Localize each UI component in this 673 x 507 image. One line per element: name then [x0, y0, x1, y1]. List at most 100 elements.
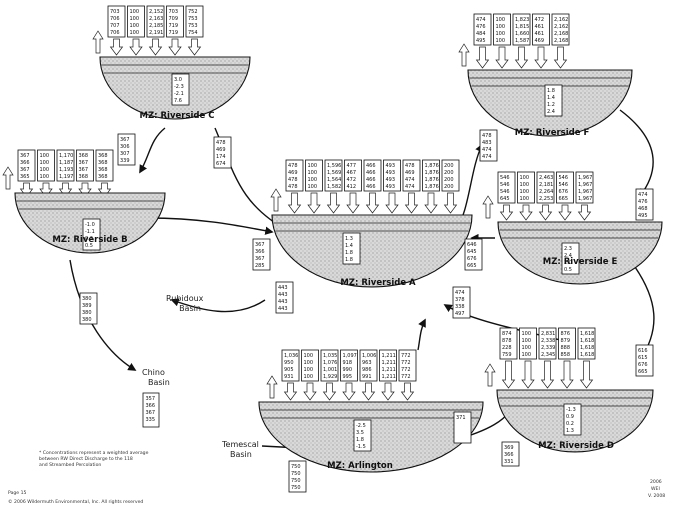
svg-text:100: 100 — [522, 345, 532, 351]
svg-text:2,831: 2,831 — [541, 331, 555, 337]
zone-label: MZ: Riverside E — [543, 257, 618, 267]
svg-text:367: 367 — [120, 137, 130, 143]
svg-text:100: 100 — [522, 338, 532, 344]
svg-text:389: 389 — [82, 303, 92, 309]
svg-text:905: 905 — [284, 367, 294, 373]
down-arrow-icon — [501, 205, 513, 220]
svg-text:2,181: 2,181 — [539, 182, 553, 188]
svg-text:772: 772 — [401, 360, 411, 366]
svg-text:1,660: 1,660 — [515, 31, 529, 37]
svg-text:546: 546 — [500, 182, 510, 188]
down-arrow-icon — [496, 47, 508, 68]
chino-basin-label: Chino Basin — [142, 368, 170, 387]
value-column: 478469474474 — [403, 160, 420, 191]
side-values-right: 474476468495 — [636, 189, 653, 220]
side-values-right: 478469174674 — [214, 137, 231, 168]
svg-text:100: 100 — [520, 196, 530, 202]
svg-text:7.6: 7.6 — [174, 98, 182, 104]
down-arrow-icon — [516, 47, 528, 68]
value-column: 772772772772 — [399, 350, 416, 381]
svg-text:703: 703 — [110, 9, 120, 15]
side-values-bottom: 443443443443 — [276, 282, 293, 313]
zone-label: MZ: Riverside C — [140, 111, 215, 121]
svg-text:100: 100 — [308, 163, 318, 169]
svg-text:2,162: 2,162 — [554, 24, 568, 30]
svg-text:1,967: 1,967 — [578, 175, 592, 181]
svg-text:461: 461 — [535, 24, 545, 30]
side-values-left: 646645676665 — [465, 239, 482, 270]
svg-text:368: 368 — [98, 174, 108, 180]
svg-text:615: 615 — [638, 355, 648, 361]
svg-text:378: 378 — [455, 297, 465, 303]
svg-text:1,967: 1,967 — [578, 182, 592, 188]
value-column: 1,8231,8151,6601,587 — [513, 14, 530, 45]
svg-text:-1.0: -1.0 — [85, 222, 95, 228]
svg-text:645: 645 — [467, 249, 477, 255]
svg-text:646: 646 — [467, 242, 477, 248]
up-arrow-icon — [3, 167, 13, 189]
svg-text:1,211: 1,211 — [382, 367, 396, 373]
svg-text:1.8: 1.8 — [345, 250, 353, 256]
down-arrow-icon — [304, 383, 316, 400]
value-column: 367366367365 — [18, 150, 35, 181]
svg-text:380: 380 — [82, 310, 92, 316]
zone-top-values: 5465465466451001001001002,4632,1812,2642… — [498, 172, 593, 203]
svg-text:100: 100 — [130, 9, 140, 15]
svg-text:858: 858 — [561, 352, 571, 358]
svg-text:750: 750 — [291, 464, 301, 470]
svg-text:709: 709 — [169, 16, 179, 22]
svg-text:474: 474 — [482, 154, 492, 160]
value-column: 1,097918990995 — [341, 350, 358, 381]
svg-text:665: 665 — [467, 263, 477, 269]
svg-text:338: 338 — [455, 304, 465, 310]
svg-text:477: 477 — [347, 163, 357, 169]
svg-text:1,564: 1,564 — [327, 177, 341, 183]
svg-text:1,569: 1,569 — [327, 170, 341, 176]
svg-text:© 2006 Wildermuth Environmenta: © 2006 Wildermuth Environmental, Inc. Al… — [8, 498, 143, 505]
zone-riverside-c: 7037067077061001001001002,1522,1632,1852… — [93, 6, 250, 168]
svg-text:1.3: 1.3 — [345, 236, 353, 242]
svg-text:1,211: 1,211 — [382, 353, 396, 359]
svg-text:750: 750 — [291, 485, 301, 491]
down-arrow-icon — [111, 39, 123, 55]
svg-text:1.3: 1.3 — [566, 428, 574, 434]
svg-text:703: 703 — [169, 9, 179, 15]
svg-text:443: 443 — [278, 306, 288, 312]
svg-text:2,253: 2,253 — [539, 196, 553, 202]
flow-arrow — [418, 320, 425, 350]
inner-values-box: 1.31.41.81.8 — [343, 233, 360, 264]
down-arrow-icon — [555, 47, 567, 68]
svg-text:369: 369 — [504, 445, 514, 451]
svg-text:380: 380 — [82, 296, 92, 302]
svg-text:990: 990 — [343, 367, 353, 373]
svg-text:772: 772 — [401, 367, 411, 373]
down-arrow-icon — [559, 205, 571, 220]
down-arrow-icon — [347, 193, 359, 213]
down-arrow-icon — [581, 361, 593, 388]
page-footer: Page 15 © 2006 Wildermuth Environmental,… — [8, 479, 665, 505]
svg-text:2006: 2006 — [650, 479, 662, 485]
down-arrow-icon — [561, 361, 573, 388]
zone-label: MZ: Riverside B — [52, 235, 127, 245]
svg-text:1,876: 1,876 — [425, 170, 439, 176]
svg-text:100: 100 — [308, 177, 318, 183]
up-arrow-icon — [483, 196, 493, 218]
chino-values-box: 357366367335 — [143, 393, 159, 427]
svg-text:706: 706 — [110, 16, 120, 22]
svg-text:478: 478 — [288, 177, 298, 183]
svg-text:963: 963 — [362, 360, 372, 366]
svg-text:493: 493 — [386, 163, 396, 169]
flow-arrow — [148, 218, 272, 232]
svg-text:495: 495 — [476, 38, 486, 44]
svg-text:707: 707 — [110, 23, 120, 29]
svg-text:100: 100 — [40, 167, 50, 173]
down-arrow-icon — [542, 361, 554, 388]
svg-text:100: 100 — [496, 24, 506, 30]
svg-text:493: 493 — [386, 177, 396, 183]
svg-text:1,823: 1,823 — [515, 17, 529, 23]
up-arrow-icon — [485, 364, 495, 386]
svg-text:497: 497 — [455, 311, 465, 317]
svg-text:2,339: 2,339 — [541, 345, 555, 351]
